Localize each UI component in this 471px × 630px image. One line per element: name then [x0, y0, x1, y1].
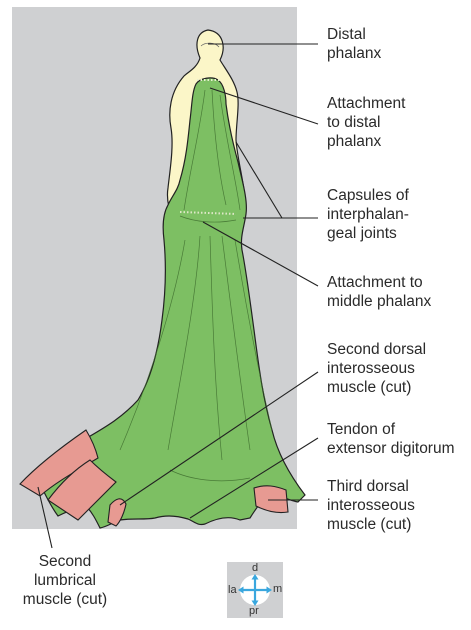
compass-proximal-label: pr: [249, 606, 259, 617]
compass-medial-label: m: [273, 584, 282, 595]
compass-lateral-label: la: [228, 585, 237, 596]
orientation-compass: d pr la m: [227, 562, 283, 618]
third-dorsal-interosseous-muscle: [254, 486, 288, 513]
compass-distal-label: d: [252, 563, 258, 574]
